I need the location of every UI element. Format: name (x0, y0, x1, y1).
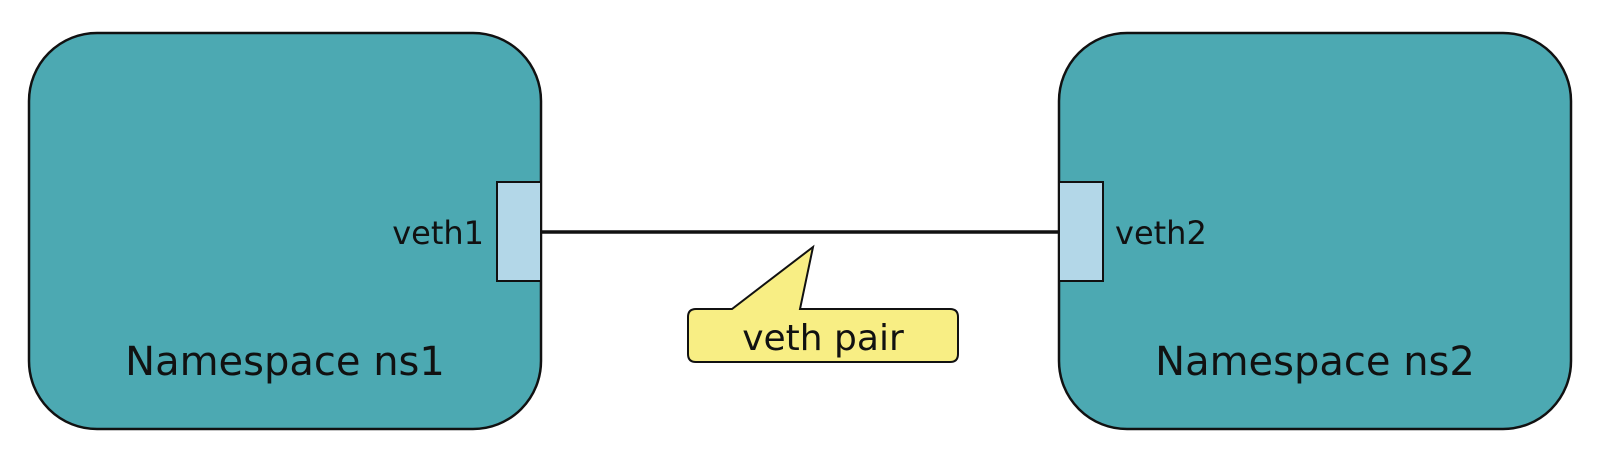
namespace-ns1: Namespace ns1 (27, 31, 543, 431)
veth1-label: veth1 (392, 214, 484, 252)
namespace-ns1-label: Namespace ns1 (125, 339, 445, 385)
namespace-ns2: Namespace ns2 (1057, 31, 1573, 431)
veth1-interface (496, 181, 542, 282)
namespace-ns2-label: Namespace ns2 (1155, 339, 1475, 385)
veth2-interface (1058, 181, 1104, 282)
veth2-label: veth2 (1115, 214, 1207, 252)
veth-pair-callout: veth pair (687, 244, 959, 363)
veth-pair-label: veth pair (742, 318, 904, 359)
callout-bubble (687, 244, 959, 363)
